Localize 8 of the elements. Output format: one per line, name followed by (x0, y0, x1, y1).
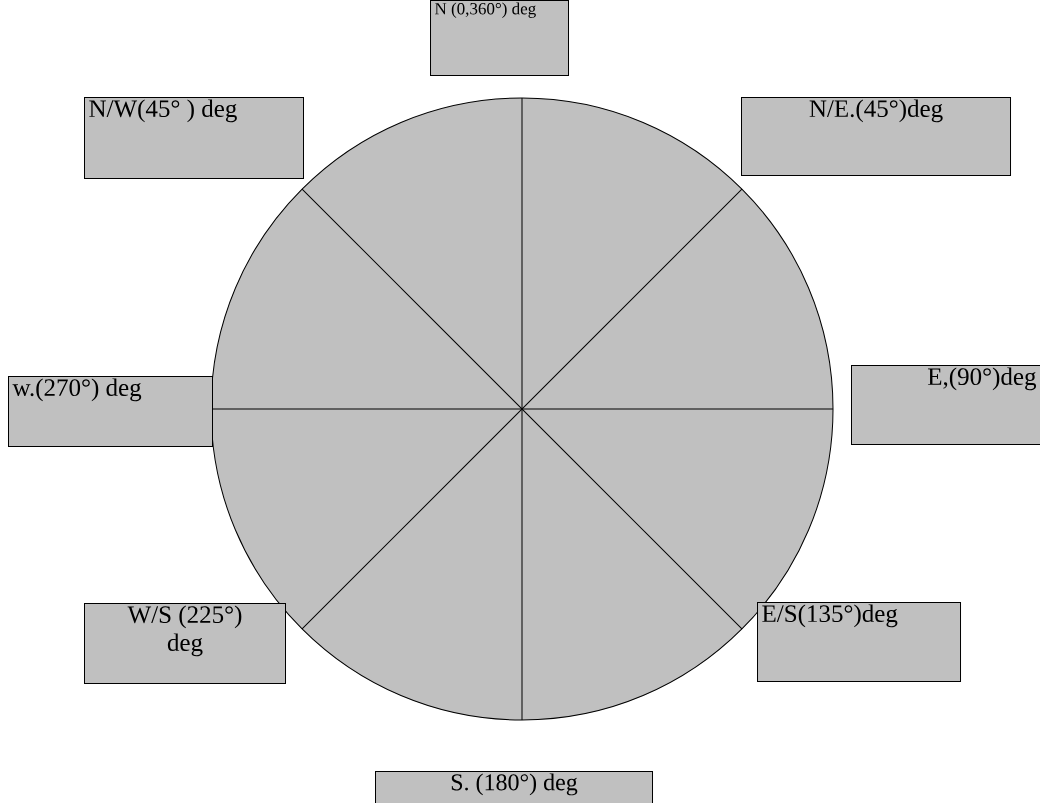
label-box: S. (180°) deg (375, 771, 653, 803)
label-box: E,(90°)deg (851, 365, 1040, 445)
label-box: W/S (225°) deg (84, 603, 286, 684)
label-box: N/W(45° ) deg (84, 97, 304, 179)
label-box: N (0,360°) deg (430, 0, 569, 76)
label-box: E/S(135°)deg (757, 602, 961, 682)
label-box: N/E.(45°)deg (741, 97, 1011, 176)
label-box: w.(270°) deg (8, 376, 213, 447)
